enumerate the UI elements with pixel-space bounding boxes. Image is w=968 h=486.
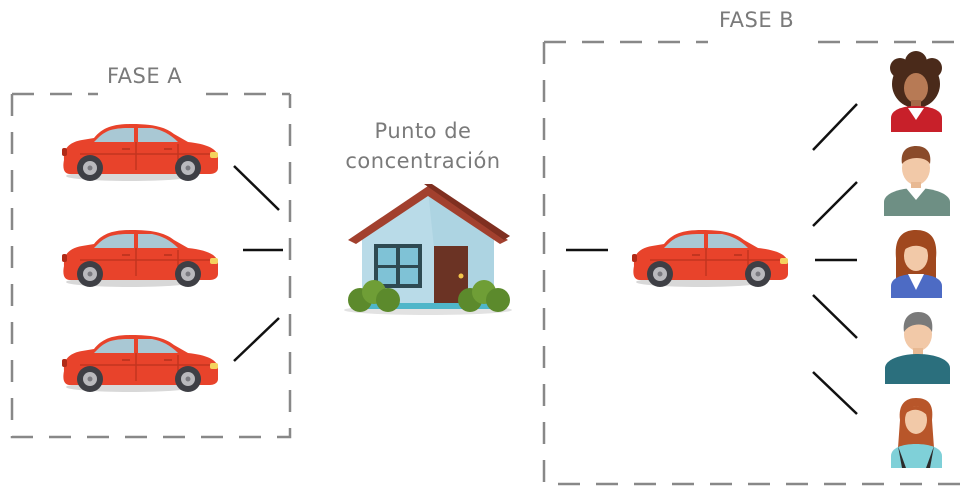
- house-icon: [344, 184, 512, 315]
- car-phase-b: [631, 229, 789, 288]
- car-phase-a-2: [61, 229, 219, 288]
- connector-line: [233, 165, 280, 211]
- car-phase-a-1: [61, 123, 219, 182]
- person-icon: [891, 230, 942, 298]
- connector-line: [233, 317, 280, 362]
- person-icon: [891, 398, 942, 468]
- connector-line: [812, 371, 858, 415]
- phase-a-box: [10, 92, 292, 439]
- connector-line: [812, 103, 858, 151]
- phase-b-box: [542, 40, 968, 486]
- person-icon: [884, 146, 950, 216]
- person-icon: [890, 51, 942, 132]
- hub-label-line1: Punto de: [374, 119, 472, 143]
- connector-line: [812, 181, 858, 227]
- connector-line: [812, 294, 858, 339]
- hub-label: Punto de concentración: [316, 116, 530, 176]
- person-icon: [885, 312, 950, 384]
- car-phase-a-3: [61, 334, 219, 393]
- phase-a-label: FASE A: [104, 64, 186, 88]
- phase-b-label: FASE B: [715, 8, 799, 32]
- hub-label-line2: concentración: [345, 149, 501, 173]
